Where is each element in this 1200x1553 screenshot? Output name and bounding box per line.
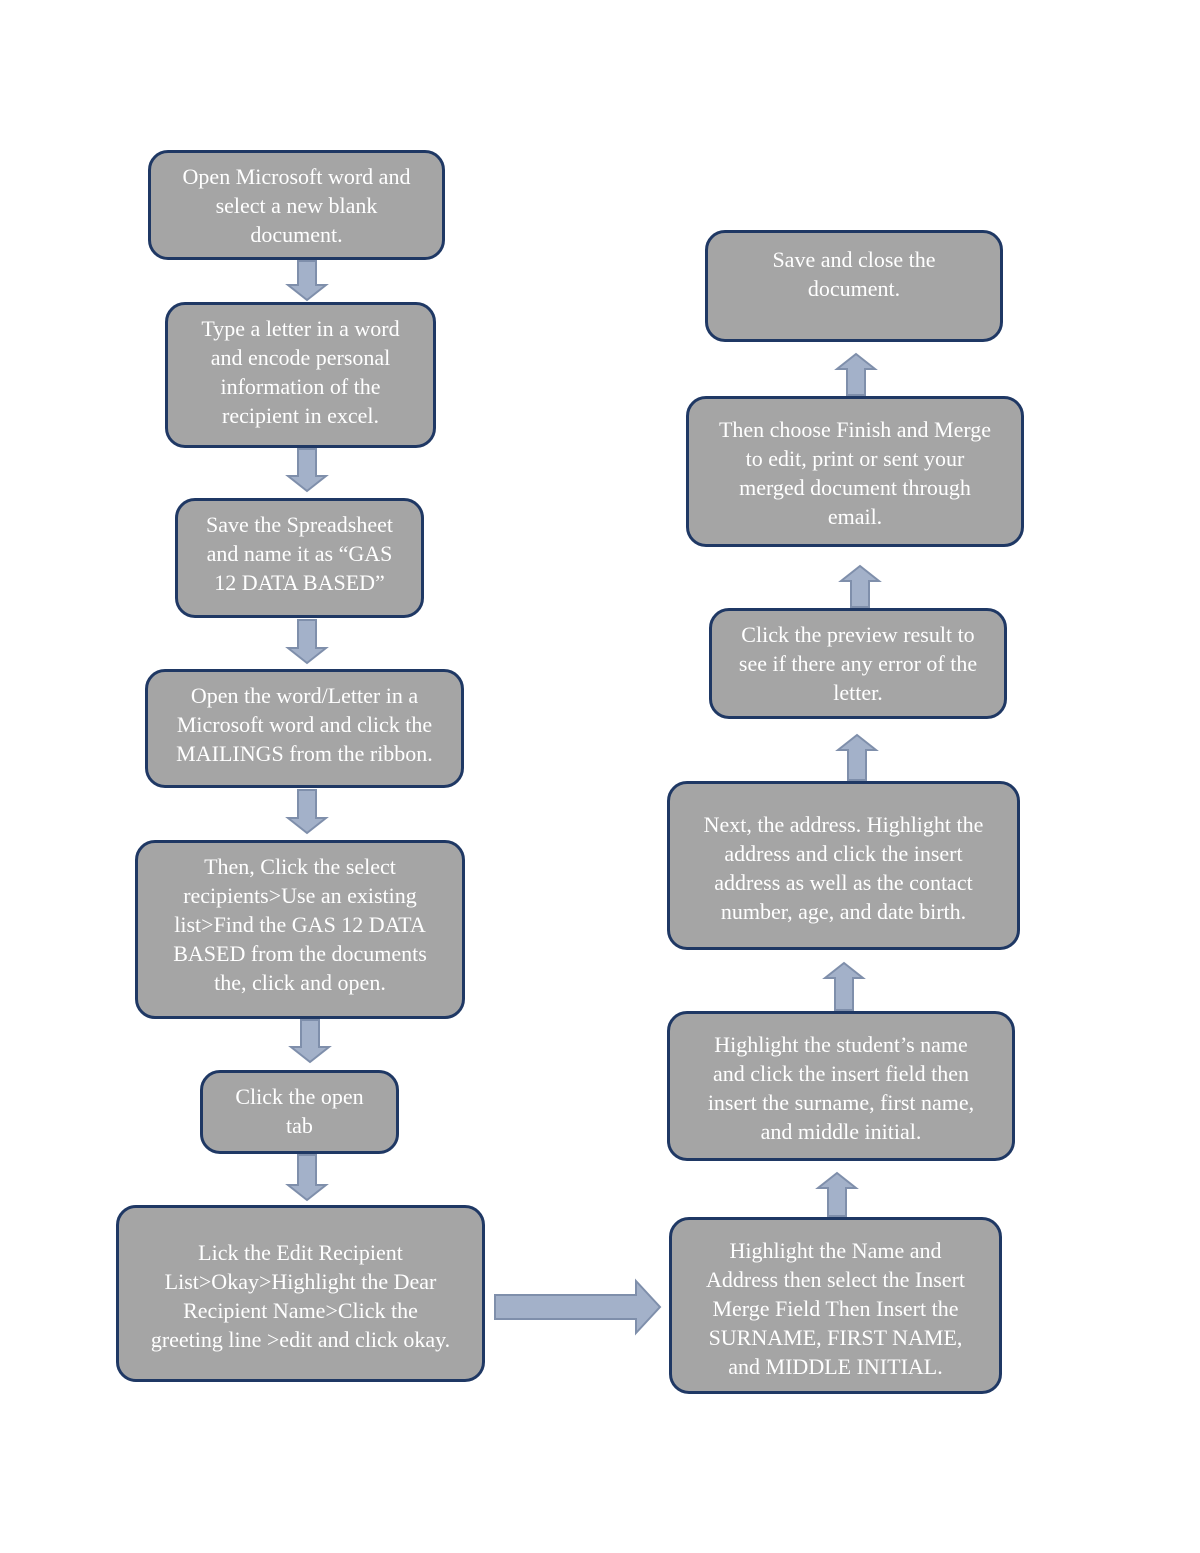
- step-save-and-close: Save and close the document.: [705, 230, 1003, 342]
- down-arrow-3: [285, 619, 329, 665]
- down-arrow-2: [285, 448, 329, 493]
- down-arrow-4: [285, 789, 329, 835]
- up-arrow-1: [815, 1171, 859, 1217]
- up-arrow-4: [838, 564, 882, 608]
- step-preview-result: Click the preview result to see if there…: [709, 608, 1007, 719]
- step-edit-recipient-list: Lick the Edit Recipient List>Okay>Highli…: [116, 1205, 485, 1382]
- step-select-recipients: Then, Click the select recipients>Use an…: [135, 840, 465, 1019]
- step-open-mailings: Open the word/Letter in a Microsoft word…: [145, 669, 464, 788]
- down-arrow-5: [288, 1019, 332, 1064]
- step-finish-and-merge: Then choose Finish and Merge to edit, pr…: [686, 396, 1024, 547]
- up-arrow-3: [835, 733, 879, 781]
- up-arrow-2: [822, 961, 866, 1011]
- step-insert-merge-field: Highlight the Name and Address then sele…: [669, 1217, 1002, 1394]
- down-arrow-1: [285, 260, 329, 302]
- step-click-open-tab: Click the open tab: [200, 1070, 399, 1154]
- step-open-word: Open Microsoft word and select a new bla…: [148, 150, 445, 260]
- down-arrow-6: [285, 1154, 329, 1202]
- step-save-spreadsheet: Save the Spreadsheet and name it as “GAS…: [175, 498, 424, 618]
- step-insert-address: Next, the address. Highlight the address…: [667, 781, 1020, 950]
- up-arrow-5: [834, 352, 878, 396]
- right-arrow: [494, 1278, 662, 1336]
- step-highlight-student-name: Highlight the student’s name and click t…: [667, 1011, 1015, 1161]
- step-type-letter: Type a letter in a word and encode perso…: [165, 302, 436, 448]
